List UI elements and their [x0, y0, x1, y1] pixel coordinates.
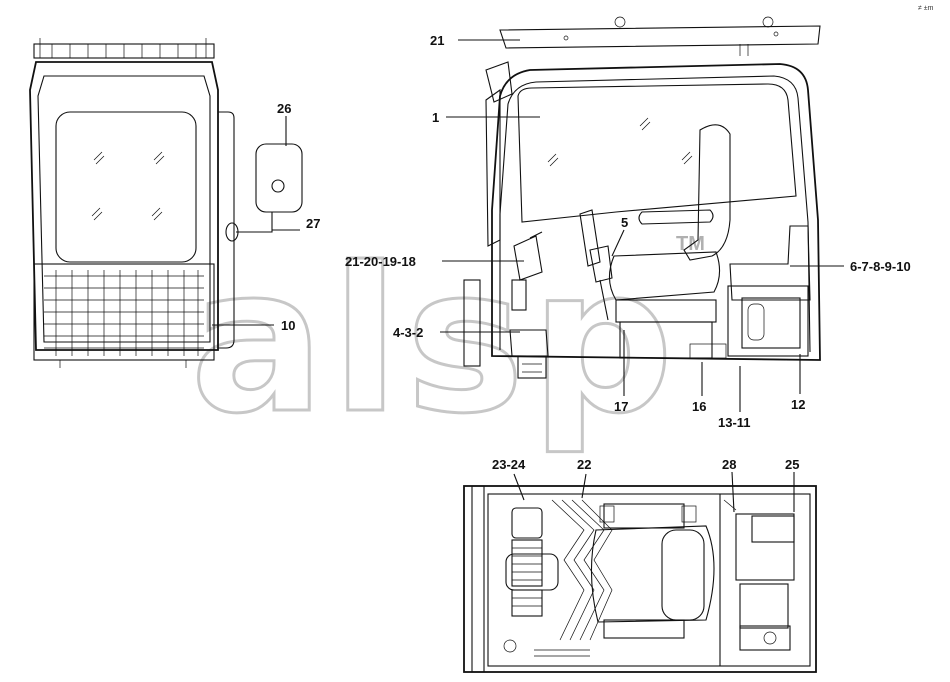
watermark: alsp TM: [189, 224, 705, 460]
callout-12: 12: [791, 397, 805, 412]
callout-13-11: 13-11: [718, 415, 751, 430]
callout-1: 1: [432, 110, 439, 125]
callout-26: 26: [277, 101, 291, 116]
callout-21-top: 21: [430, 33, 444, 48]
cab-top-view: [463, 485, 817, 673]
cab-front-view: [29, 38, 303, 368]
callout-23-24: 23-24: [492, 457, 526, 472]
callout-25: 25: [785, 457, 799, 472]
callout-22: 22: [577, 457, 591, 472]
callout-6-7-8-9-10: 6-7-8-9-10: [850, 259, 911, 274]
callout-27: 27: [306, 216, 320, 231]
watermark-text: alsp: [190, 225, 680, 458]
callout-10: 10: [281, 318, 295, 333]
callout-28: 28: [722, 457, 736, 472]
leader-lines: [212, 39, 844, 513]
watermark-tm: TM: [676, 233, 705, 255]
callout-4-3-2: 4-3-2: [393, 325, 423, 340]
callout-labels: 21 1 5 26 27 10 21-20-19-18 4-3-2 6-7-8-…: [277, 33, 911, 472]
callout-17: 17: [614, 399, 628, 414]
callout-21-20-19-18: 21-20-19-18: [345, 254, 416, 269]
callout-5: 5: [621, 215, 628, 230]
corner-mark: ≠ ±m: [918, 5, 934, 12]
callout-16: 16: [692, 399, 706, 414]
cab-side-view: [463, 16, 821, 379]
